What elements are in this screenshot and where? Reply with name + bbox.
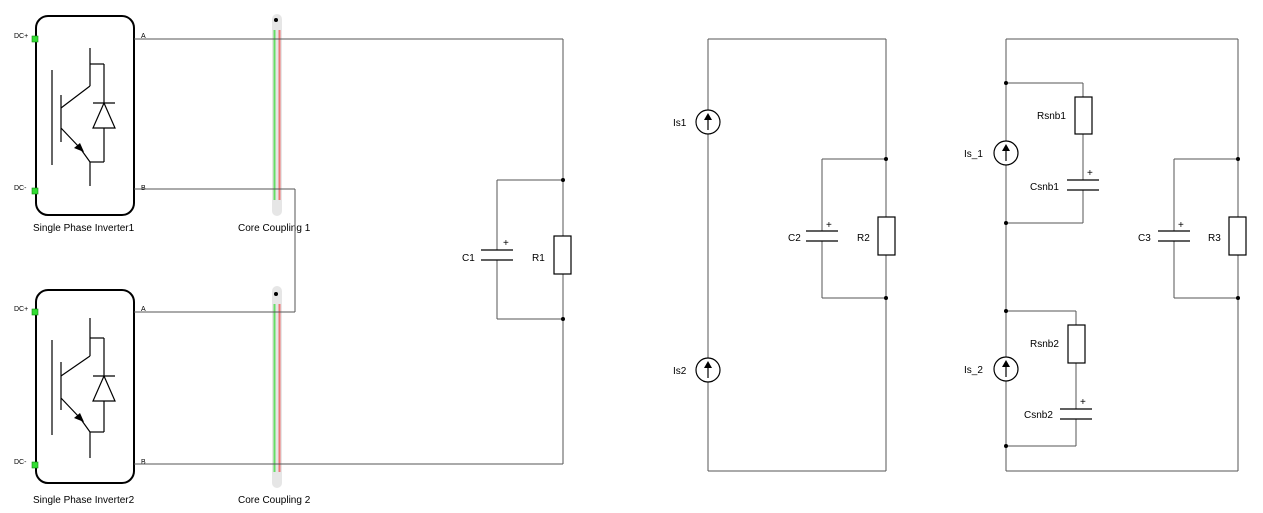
r1-label: R1 [532,253,545,264]
csnb1-polarity: + [1087,168,1093,179]
is1-label: Is1 [673,118,687,129]
dc-pos-label-2: DC+ [14,306,28,313]
c3-label: C3 [1138,233,1151,244]
pin-b-label-2: B [141,459,146,466]
is-1-label: Is_1 [964,149,983,160]
capacitor-csnb2[interactable] [1060,408,1092,420]
current-source-is2[interactable] [695,357,721,383]
circuit-3-wires [1004,38,1240,472]
dc-pos-port-2[interactable] [31,308,39,316]
core-coupling-2-name: Core Coupling 2 [238,495,311,506]
circuit-2-wires [707,38,888,472]
pin-a-label-1: A [141,33,146,40]
c1-polarity: + [503,238,509,249]
resistor-r1[interactable] [553,235,572,275]
dc-neg-port-2[interactable] [31,461,39,469]
current-source-is-2[interactable] [993,356,1019,382]
core-coupling-2[interactable] [272,286,282,488]
c3-polarity: + [1178,220,1184,231]
rsnb1-label: Rsnb1 [1037,111,1066,122]
c1-label: C1 [462,253,475,264]
capacitor-c1[interactable] [481,249,513,261]
dc-neg-label-1: DC- [14,185,27,192]
resistor-r3[interactable] [1228,216,1247,256]
inverter-2-name: Single Phase Inverter2 [33,495,135,506]
capacitor-c3[interactable] [1158,230,1190,242]
inverter-2[interactable] [35,289,135,484]
c2-polarity: + [826,220,832,231]
resistor-rsnb1[interactable] [1074,96,1093,135]
core-coupling-1[interactable] [272,14,282,216]
current-source-is1[interactable] [695,109,721,135]
capacitor-c2[interactable] [806,230,838,242]
dc-neg-port-1[interactable] [31,187,39,195]
pin-a-label-2: A [141,306,146,313]
rsnb2-label: Rsnb2 [1030,339,1059,350]
resistor-r2[interactable] [877,216,896,256]
dc-pos-port-1[interactable] [31,35,39,43]
inverter-1-name: Single Phase Inverter1 [33,223,135,234]
is-2-label: Is_2 [964,365,983,376]
dc-pos-label-1: DC+ [14,33,28,40]
r3-label: R3 [1208,233,1221,244]
csnb1-label: Csnb1 [1030,182,1059,193]
inverter-1[interactable] [35,15,135,216]
resistor-rsnb2[interactable] [1067,324,1086,364]
core-coupling-1-name: Core Coupling 1 [238,223,311,234]
current-source-is-1[interactable] [993,140,1019,166]
is2-label: Is2 [673,366,687,377]
r2-label: R2 [857,233,870,244]
capacitor-csnb1[interactable] [1067,179,1099,191]
circuit-1-wires [134,38,565,465]
csnb2-polarity: + [1080,397,1086,408]
c2-label: C2 [788,233,801,244]
csnb2-label: Csnb2 [1024,410,1053,421]
dc-neg-label-2: DC- [14,459,27,466]
